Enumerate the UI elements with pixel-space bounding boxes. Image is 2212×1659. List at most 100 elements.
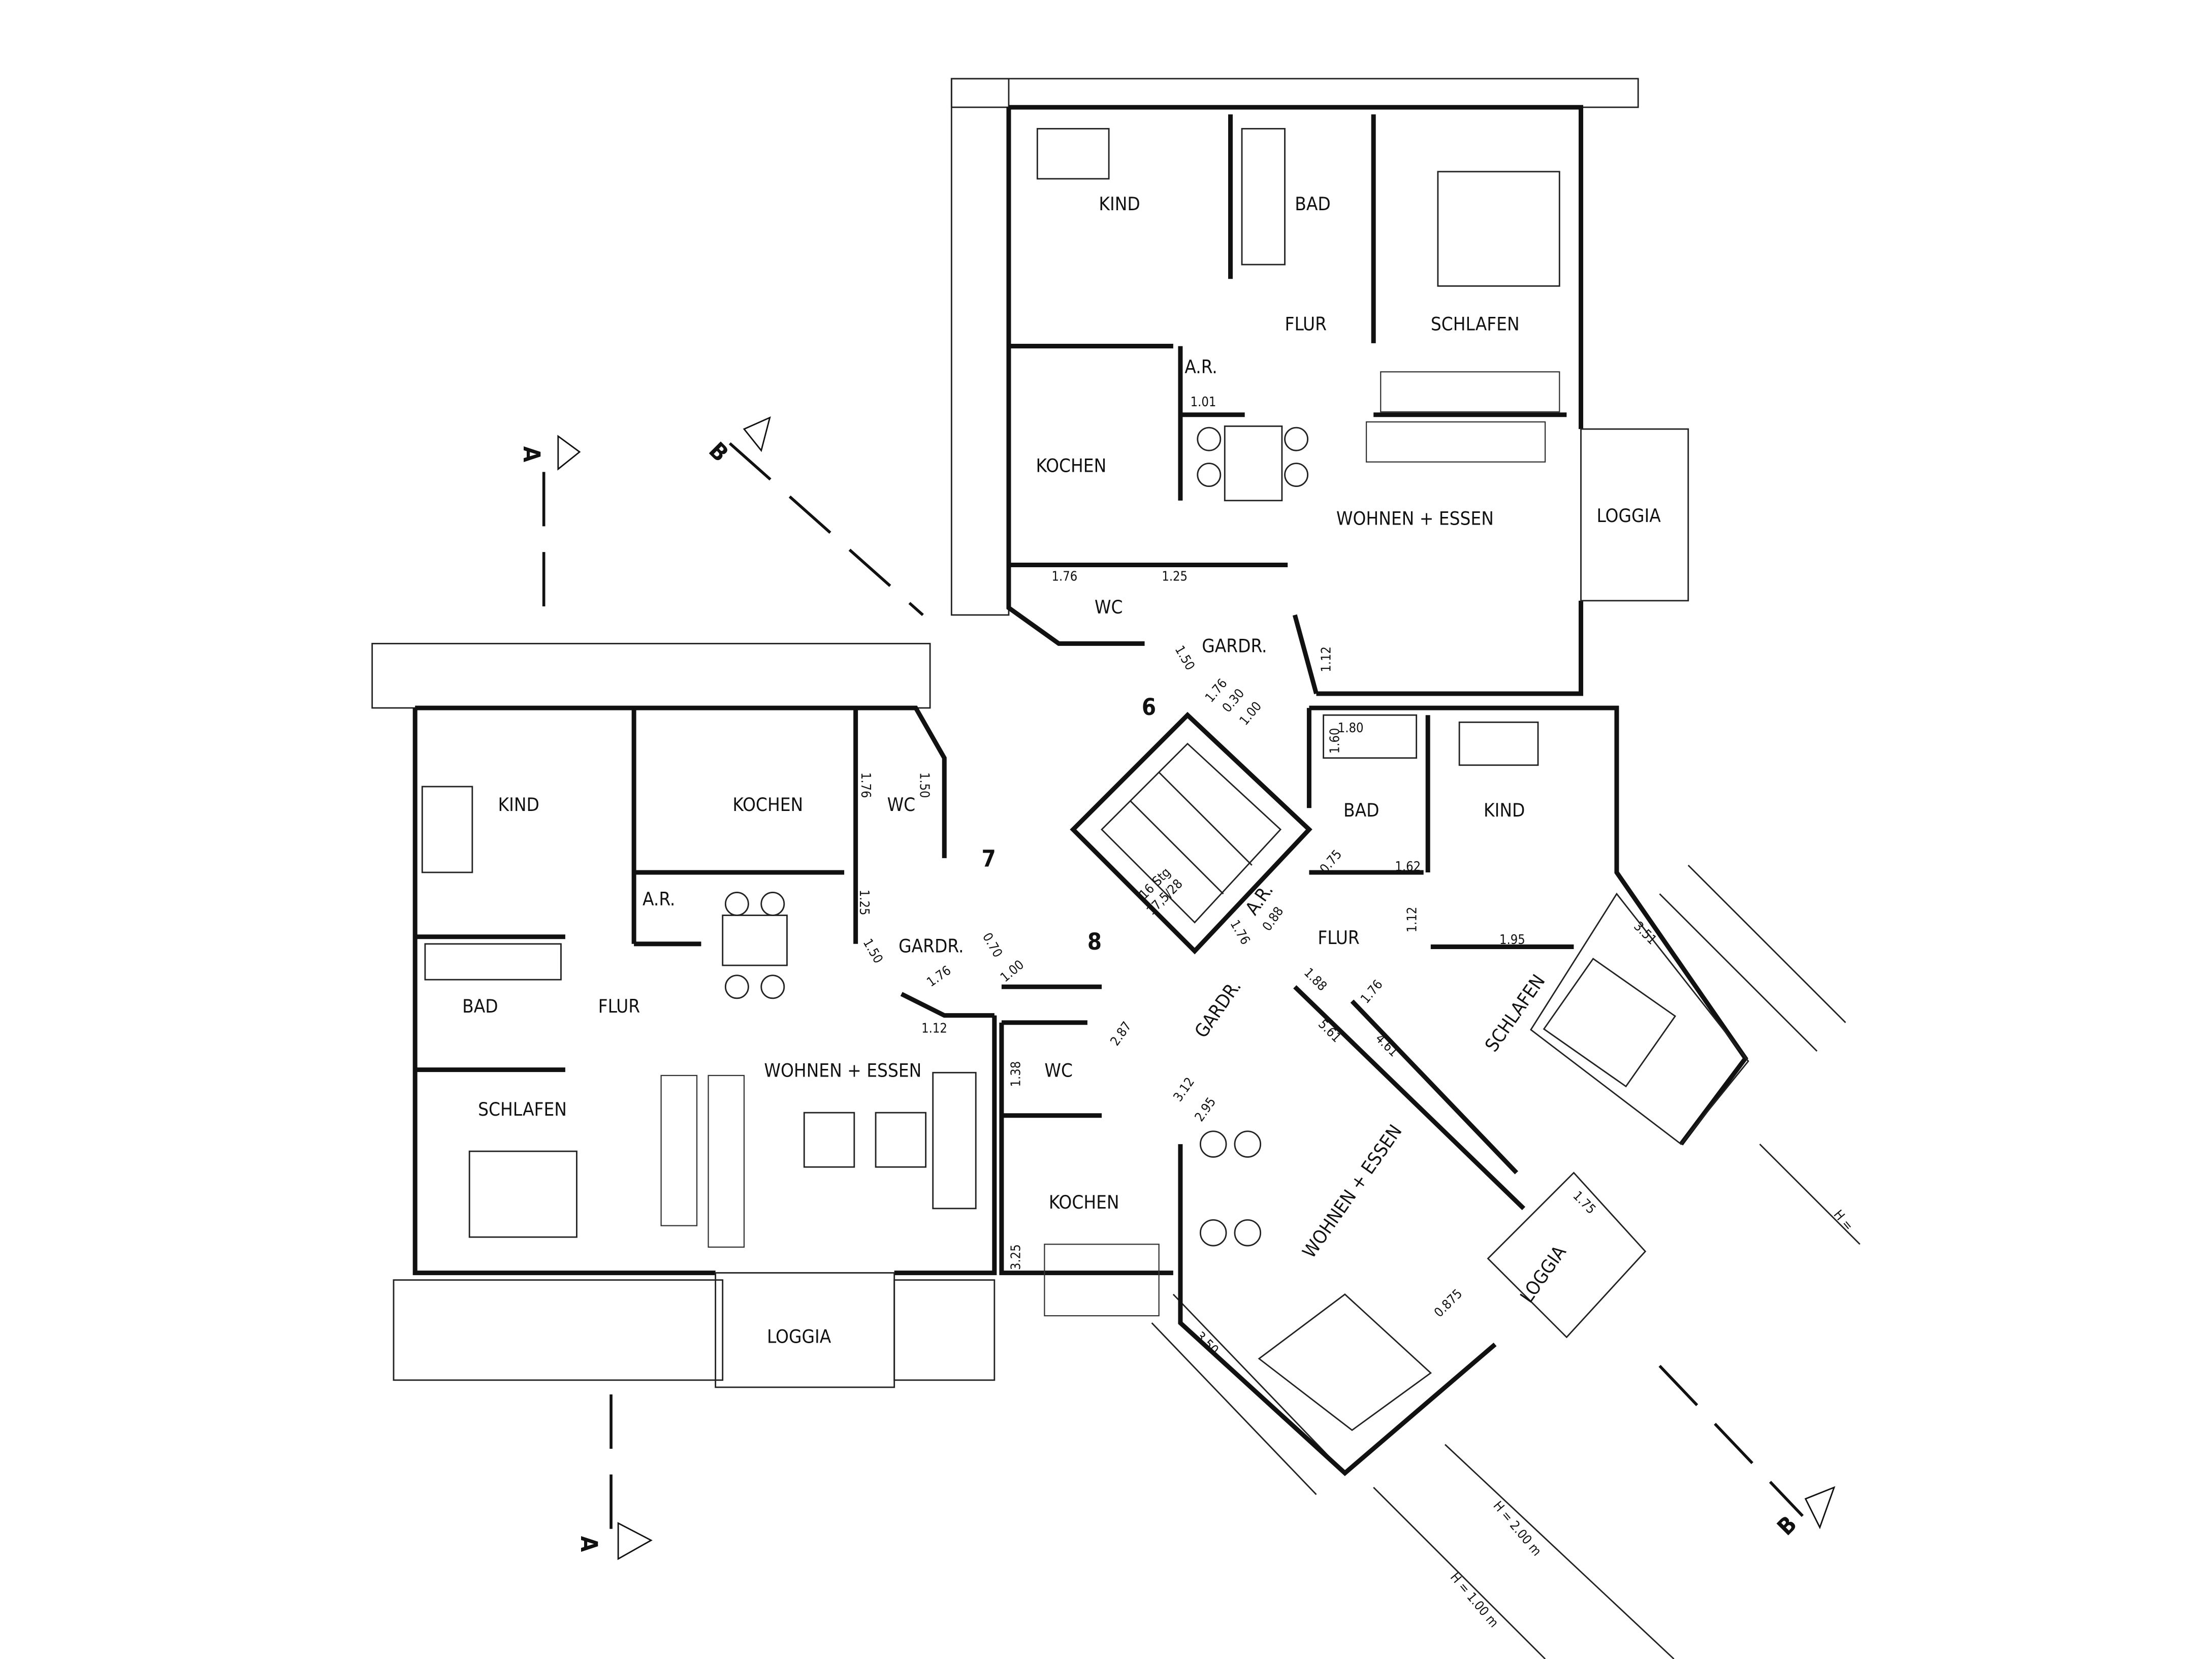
left-dim-gardr-d: 0.70 (980, 930, 1006, 960)
flat-number-6: 6 (1142, 694, 1156, 721)
right-dim-w-d: 4.61 (1373, 1030, 1402, 1059)
right-dim-k-c: 3.25 (1008, 1244, 1023, 1270)
height-label-upper: H = (1831, 1207, 1856, 1233)
top-dim-wc-d: 1.25 (1162, 568, 1188, 583)
right-dim-bad-door: 1.62 (1395, 859, 1421, 874)
top-room-kind: KIND (1099, 193, 1140, 215)
top-room-ar: A.R. (1184, 356, 1217, 378)
right-room-flur: FLUR (1318, 927, 1359, 949)
right-dim-wc: 1.38 (1008, 1061, 1023, 1087)
top-room-kochen: KOCHEN (1036, 454, 1106, 476)
left-room-kind: KIND (498, 794, 539, 816)
left-room-schlafen: SCHLAFEN (478, 1098, 567, 1120)
section-b-bottom-line (1658, 1364, 1804, 1517)
top-loggia-outline (1580, 428, 1689, 602)
right-room-kochen: KOCHEN (1049, 1191, 1119, 1213)
left-room-ar: A.R. (643, 888, 675, 910)
right-dim-loggia: 1.75 (1570, 1188, 1599, 1217)
right-dim-kind: 1.95 (1499, 932, 1525, 947)
right-dim-gardr: 2.87 (1107, 1019, 1134, 1049)
left-dim-gardr-c: 1.00 (997, 957, 1027, 985)
left-dim-wc-d: 1.50 (917, 772, 932, 798)
left-sofa (932, 1071, 977, 1210)
left-dim-flur: 1.25 (857, 890, 872, 916)
left-room-loggia: LOGGIA (767, 1326, 831, 1348)
right-dim-bad-w: 1.80 (1338, 720, 1364, 735)
height-label-100: H = 1.00 m (1448, 1570, 1502, 1631)
right-sofa (1258, 1293, 1432, 1432)
right-loggia-outline (1487, 1172, 1647, 1339)
top-room-bad: BAD (1295, 193, 1330, 215)
right-dim-sofa: 0.875 (1431, 1286, 1465, 1320)
left-room-wohnen-essen: WOHNEN + ESSEN (764, 1060, 921, 1082)
top-bathtub (1241, 128, 1286, 266)
right-schlafen-outline (1530, 892, 1749, 1146)
unit-top: KIND BAD FLUR SCHLAFEN A.R. 1.01 KOCHEN … (1006, 105, 1689, 721)
section-a-bottom-label: A (575, 1536, 602, 1552)
right-room-gardr: GARDR. (1190, 976, 1245, 1042)
right-dim-w-a: 1.88 (1301, 965, 1330, 994)
right-dim-bad-d: 1.60 (1327, 728, 1342, 754)
top-room-wohnen-essen: WOHNEN + ESSEN (1336, 508, 1494, 530)
section-b-bottom-arrow (1804, 1486, 1836, 1530)
right-room-wohnen-essen: WOHNEN + ESSEN (1298, 1121, 1406, 1262)
top-room-loggia: LOGGIA (1597, 505, 1661, 527)
right-dim-w-b: 1.76 (1357, 977, 1386, 1006)
left-dim-gardr-b: 1.76 (924, 962, 954, 990)
left-dim-wc-w: 1.76 (858, 772, 874, 798)
section-a-bottom-arrow (617, 1522, 653, 1560)
top-schlafen-bed (1437, 171, 1560, 287)
left-kind-bed (421, 786, 473, 873)
section-b-bottom-label: B (1772, 1511, 1802, 1541)
left-room-kochen: KOCHEN (732, 794, 803, 816)
left-dim-gardr-a: 1.50 (860, 936, 886, 966)
top-room-gardr: GARDR. (1202, 635, 1267, 657)
right-room-schlafen: SCHLAFEN (1481, 970, 1549, 1056)
top-dim-wc-w: 1.76 (1051, 568, 1077, 583)
unit-right: 1.80 1.60 BAD KIND 1.62 0.75 1.12 1.95 F… (999, 675, 1749, 1476)
right-room-kind: KIND (1484, 799, 1525, 821)
top-kind-bed (1036, 128, 1110, 180)
right-dim-ar-w: 1.76 (1227, 917, 1253, 947)
left-room-gardr: GARDR. (899, 935, 964, 957)
roof-edges (371, 78, 1861, 1659)
right-dim-w-c: 5.61 (1316, 1016, 1344, 1045)
left-dining-table (722, 915, 788, 966)
unit-left: KIND KOCHEN WC 1.76 1.50 A.R. 1.25 BAD F… (412, 705, 1102, 1388)
flat-number-8: 8 (1087, 928, 1102, 955)
top-room-flur: FLUR (1285, 313, 1327, 335)
top-dim-gardr: 1.50 (1172, 643, 1198, 673)
left-room-bad: BAD (462, 995, 498, 1017)
right-room-bad: BAD (1343, 799, 1379, 821)
right-room-loggia: LOGGIA (1516, 1242, 1570, 1307)
section-a-top-arrow (557, 435, 581, 471)
left-dim-wohnen: 1.12 (921, 1020, 947, 1035)
top-room-schlafen: SCHLAFEN (1431, 313, 1520, 335)
section-b-top-arrow (743, 416, 771, 452)
top-dining-table (1224, 425, 1283, 502)
height-label-200: H = 2.00 m (1490, 1498, 1545, 1559)
section-b-top-line (728, 442, 924, 616)
left-bathtub (424, 943, 562, 981)
section-b-top-label: B (703, 437, 733, 467)
flat-number-7: 7 (981, 845, 996, 872)
section-line-a: A A (518, 435, 653, 1560)
left-table (875, 1112, 927, 1168)
left-loggia-outline (715, 1272, 895, 1388)
right-dim-wohnen-out: 3.50 (1193, 1328, 1222, 1357)
left-room-wc: WC (887, 794, 916, 816)
right-dim-flur-a: 1.12 (1404, 907, 1420, 933)
left-armchair (803, 1112, 855, 1168)
right-room-wc: WC (1044, 1060, 1073, 1082)
right-bathtub (1323, 714, 1418, 759)
right-kind-bed (1458, 721, 1539, 766)
section-line-b: B B (703, 416, 1836, 1541)
right-schlafen-bed (1543, 957, 1677, 1088)
top-room-wc: WC (1095, 596, 1123, 618)
right-dim-k-a: 3.12 (1170, 1075, 1197, 1104)
top-dim-ar: 1.01 (1191, 394, 1216, 409)
left-schlafen-bed (468, 1150, 578, 1238)
right-dim-k-b: 2.95 (1192, 1094, 1219, 1124)
section-a-top-label: A (518, 446, 545, 463)
